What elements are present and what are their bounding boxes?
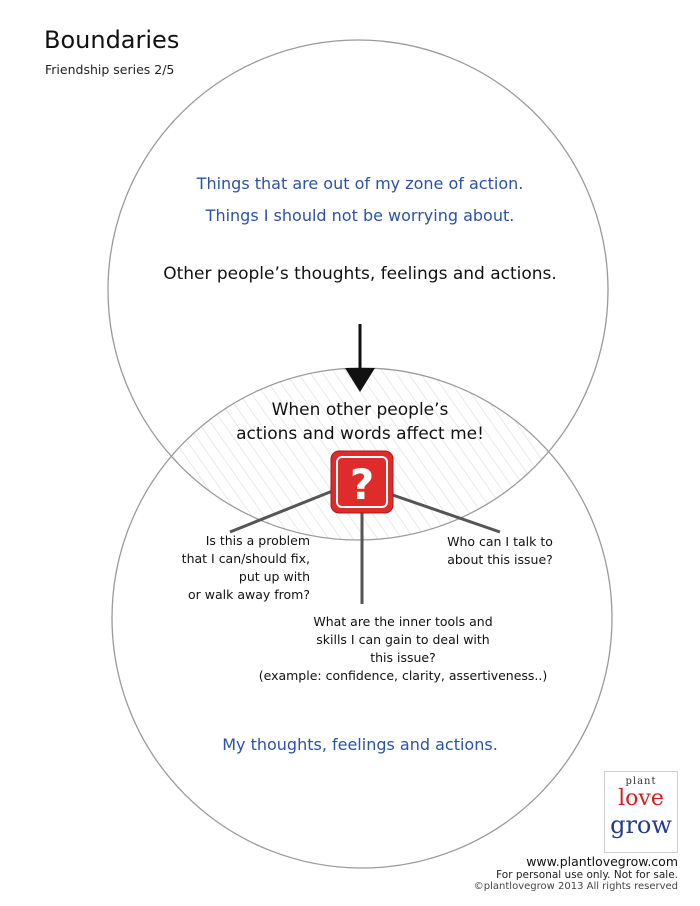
intersection-text-1: When other people’s [271,400,449,420]
outer-zone-text-2: Things I should not be worrying about. [205,206,515,225]
question-right-line: Who can I talk to [447,534,553,549]
question-mark-icon: ? [330,450,394,514]
question-center-line: this issue? [370,650,436,665]
page-title: Boundaries [44,26,180,54]
connector-right [383,490,501,534]
question-center-line: skills I can gain to deal with [316,632,490,647]
page-subtitle: Friendship series 2/5 [45,62,175,77]
footer-copyright: ©plantlovegrow 2013 All rights reserved [473,881,678,892]
intersection-hatch [112,368,608,540]
question-right: Who can I talk to about this issue? [420,533,580,569]
brand-logo: plant love grow [604,771,678,853]
inner-zone-text: My thoughts, feelings and actions. [222,735,498,754]
outer-zone-text-3: Other people’s thoughts, feelings and ac… [163,264,557,284]
question-left: Is this a problem that I can/should fix,… [140,532,310,604]
question-left-line: or walk away from? [188,587,310,602]
logo-word-grow: grow [610,811,672,839]
footer-url[interactable]: www.plantlovegrow.com [526,854,678,869]
question-left-line: Is this a problem [205,533,310,548]
logo-word-plant: plant [625,776,657,787]
question-center-line: What are the inner tools and [313,614,493,629]
question-center-line: (example: confidence, clarity, assertive… [258,668,548,683]
footer-usage: For personal use only. Not for sale. [496,869,678,881]
connector-left [229,486,341,534]
question-center: What are the inner tools and skills I ca… [248,613,558,685]
logo-word-love: love [618,786,664,811]
question-left-line: put up with [238,569,310,584]
down-arrow-icon [345,324,375,392]
outer-zone-text-1: Things that are out of my zone of action… [196,174,524,193]
intersection-text-2: actions and words affect me! [236,424,484,444]
question-left-line: that I can/should fix, [181,551,310,566]
outer-circle [107,39,609,541]
badge-symbol: ? [350,460,374,509]
question-right-line: about this issue? [447,552,553,567]
